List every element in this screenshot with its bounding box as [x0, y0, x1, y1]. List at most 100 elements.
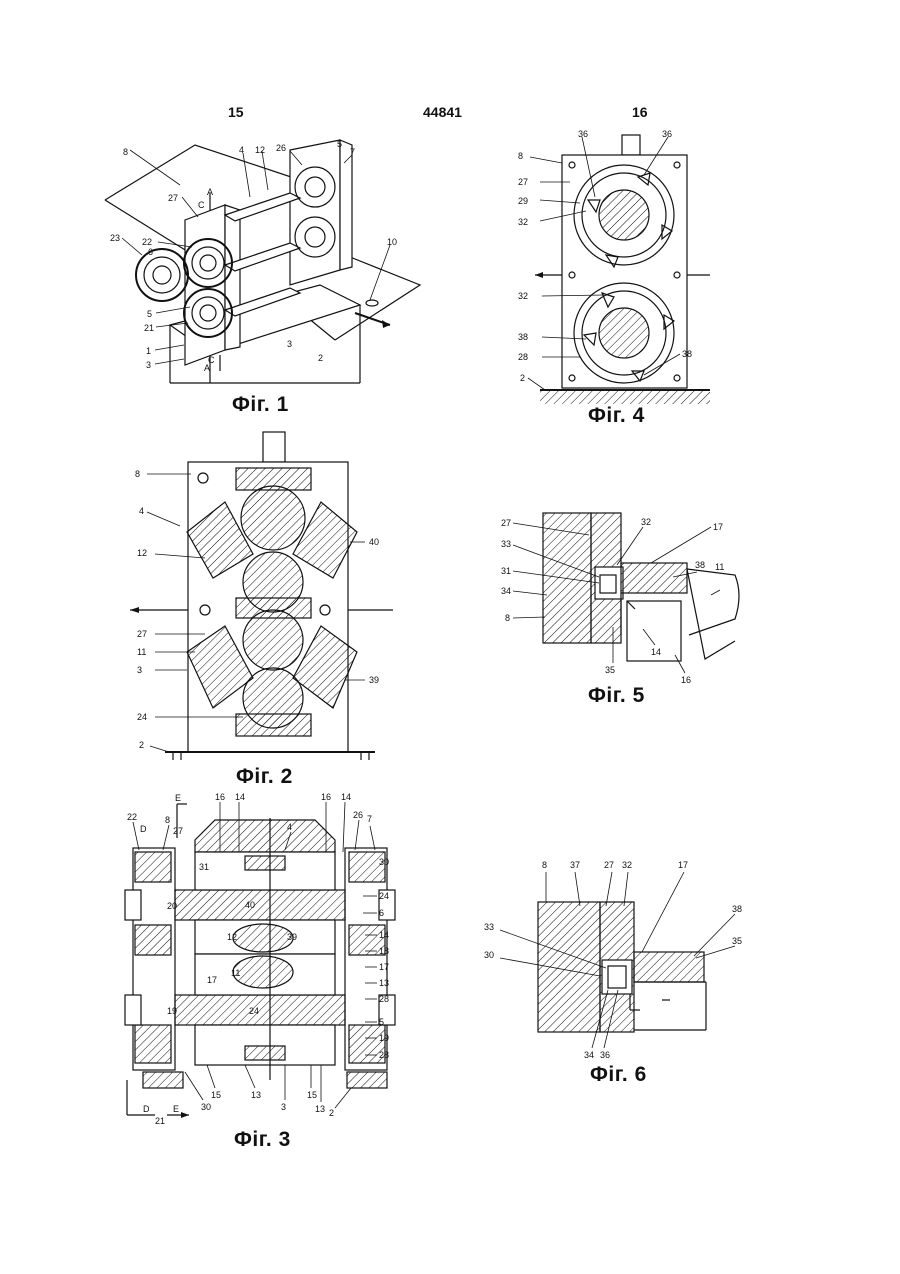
fig2-ref-27: 27 — [137, 629, 147, 639]
fig6-ref-32: 32 — [622, 860, 632, 870]
fig1-ref-27: 27 — [168, 193, 178, 203]
fig5-ref-32: 32 — [641, 517, 651, 527]
fig3-ref-7: 7 — [367, 814, 372, 824]
figure-5-drawing: 27 32 17 33 38 11 31 34 8 35 14 16 — [495, 505, 765, 685]
figure-4-caption: Фіг. 4 — [588, 404, 645, 428]
figure-6-drawing: 8 37 27 32 17 38 33 35 30 34 36 — [480, 850, 760, 1065]
fig3-ref-5: 5 — [379, 1017, 384, 1027]
document-number: 44841 — [423, 104, 462, 120]
fig1-ref-C: C — [198, 200, 205, 210]
fig4-ref-32-lower: 32 — [518, 291, 528, 301]
fig1-ref-3: 3 — [146, 360, 151, 370]
fig3-ref-16-left: 16 — [215, 792, 225, 802]
fig2-ref-4: 4 — [139, 506, 144, 516]
fig1-ref-22: 22 — [142, 237, 152, 247]
fig1-ref-1: 1 — [146, 346, 151, 356]
fig5-ref-14: 14 — [651, 647, 661, 657]
fig3-ref-15-right: 15 — [307, 1090, 317, 1100]
fig5-ref-16: 16 — [681, 675, 691, 685]
fig6-ref-36: 36 — [600, 1050, 610, 1060]
figure-4-drawing: 36 36 8 27 29 32 32 38 28 38 2 — [510, 125, 720, 410]
fig2-ref-39: 39 — [369, 675, 379, 685]
fig3-ref-15-left: 15 — [211, 1090, 221, 1100]
fig3-ref-19-left: 19 — [167, 1006, 177, 1016]
fig3-ref-20: 20 — [167, 901, 177, 911]
fig3-ref-19-right: 19 — [379, 1033, 389, 1043]
fig4-ref-36-left: 36 — [578, 129, 588, 139]
fig3-ref-13-side: 13 — [379, 978, 389, 988]
fig5-ref-38: 38 — [695, 560, 705, 570]
fig1-ref-8: 8 — [123, 147, 128, 157]
fig4-ref-29: 29 — [518, 196, 528, 206]
fig3-ref-D-bottom: D — [143, 1104, 150, 1114]
fig5-ref-35: 35 — [605, 665, 615, 675]
fig3-ref-12: 12 — [227, 932, 237, 942]
fig3-ref-30-left: 30 — [201, 1102, 211, 1112]
fig3-ref-24-upper: 24 — [379, 891, 389, 901]
fig1-ref-7: 7 — [350, 147, 355, 157]
fig5-ref-11: 11 — [715, 562, 724, 572]
fig5-ref-17: 17 — [713, 522, 723, 532]
fig3-ref-28-lower: 28 — [379, 1050, 389, 1060]
fig3-ref-40: 40 — [245, 900, 255, 910]
fig1-ref-26: 26 — [276, 143, 286, 153]
fig3-ref-26: 26 — [353, 810, 363, 820]
fig3-ref-14-left: 14 — [235, 792, 245, 802]
figure-1-caption: Фіг. 1 — [232, 393, 289, 417]
fig6-ref-38: 38 — [732, 904, 742, 914]
fig1-ref-23: 23 — [110, 233, 120, 243]
fig1-ref-3-mid: 3 — [287, 339, 292, 349]
fig3-ref-30-right: 30 — [379, 857, 389, 867]
fig3-ref-4: 4 — [287, 822, 292, 832]
fig4-ref-8: 8 — [518, 151, 523, 161]
fig2-ref-40: 40 — [369, 537, 379, 547]
fig6-ref-27: 27 — [604, 860, 614, 870]
figure-3-drawing: E 16 14 16 14 22 8 4 26 7 D 27 31 30 20 … — [115, 790, 415, 1130]
fig6-ref-35: 35 — [732, 936, 742, 946]
fig3-ref-D-top: D — [140, 824, 147, 834]
fig3-ref-8: 8 — [165, 815, 170, 825]
fig3-ref-6: 6 — [379, 908, 384, 918]
fig3-ref-22: 22 — [127, 812, 137, 822]
fig6-ref-33: 33 — [484, 922, 494, 932]
fig6-ref-17: 17 — [678, 860, 688, 870]
fig3-ref-14-right: 14 — [341, 792, 351, 802]
fig3-ref-21: 21 — [155, 1116, 165, 1126]
fig1-ref-12: 12 — [255, 145, 265, 155]
fig2-ref-3: 3 — [137, 665, 142, 675]
fig3-ref-3: 3 — [281, 1102, 286, 1112]
fig3-ref-17-right: 17 — [379, 962, 389, 972]
figure-2-drawing: 8 4 12 40 27 11 3 39 24 2 — [125, 430, 395, 760]
fig3-ref-39: 39 — [287, 932, 297, 942]
fig4-ref-27: 27 — [518, 177, 528, 187]
left-page-number: 15 — [228, 104, 244, 120]
fig1-ref-4: 4 — [239, 145, 244, 155]
fig4-ref-38-left: 38 — [518, 332, 528, 342]
fig3-ref-18: 18 — [379, 946, 389, 956]
fig3-ref-2: 2 — [329, 1108, 334, 1118]
fig4-ref-36-right: 36 — [662, 129, 672, 139]
fig4-ref-32-upper: 32 — [518, 217, 528, 227]
fig3-ref-16-right: 16 — [321, 792, 331, 802]
figure-5-caption: Фіг. 5 — [588, 684, 645, 708]
fig6-ref-34: 34 — [584, 1050, 594, 1060]
fig3-ref-28-upper: 28 — [379, 994, 389, 1004]
fig3-ref-31: 31 — [199, 862, 209, 872]
fig3-ref-27: 27 — [173, 826, 183, 836]
fig5-ref-34: 34 — [501, 586, 511, 596]
fig6-ref-37: 37 — [570, 860, 580, 870]
fig3-ref-13-right: 13 — [315, 1104, 325, 1114]
fig1-ref-A: A — [207, 187, 213, 197]
fig4-ref-38-right: 38 — [682, 349, 692, 359]
fig3-ref-13-left: 13 — [251, 1090, 261, 1100]
fig5-ref-27: 27 — [501, 518, 511, 528]
fig4-ref-2: 2 — [520, 373, 525, 383]
fig5-ref-33: 33 — [501, 539, 511, 549]
fig1-ref-A-lower: A — [204, 363, 210, 373]
fig1-ref-10: 10 — [387, 237, 397, 247]
fig3-ref-14-side: 14 — [379, 930, 389, 940]
fig6-ref-8: 8 — [542, 860, 547, 870]
fig5-ref-31: 31 — [501, 566, 511, 576]
fig3-ref-17-left: 17 — [207, 975, 217, 985]
fig5-ref-8: 8 — [505, 613, 510, 623]
